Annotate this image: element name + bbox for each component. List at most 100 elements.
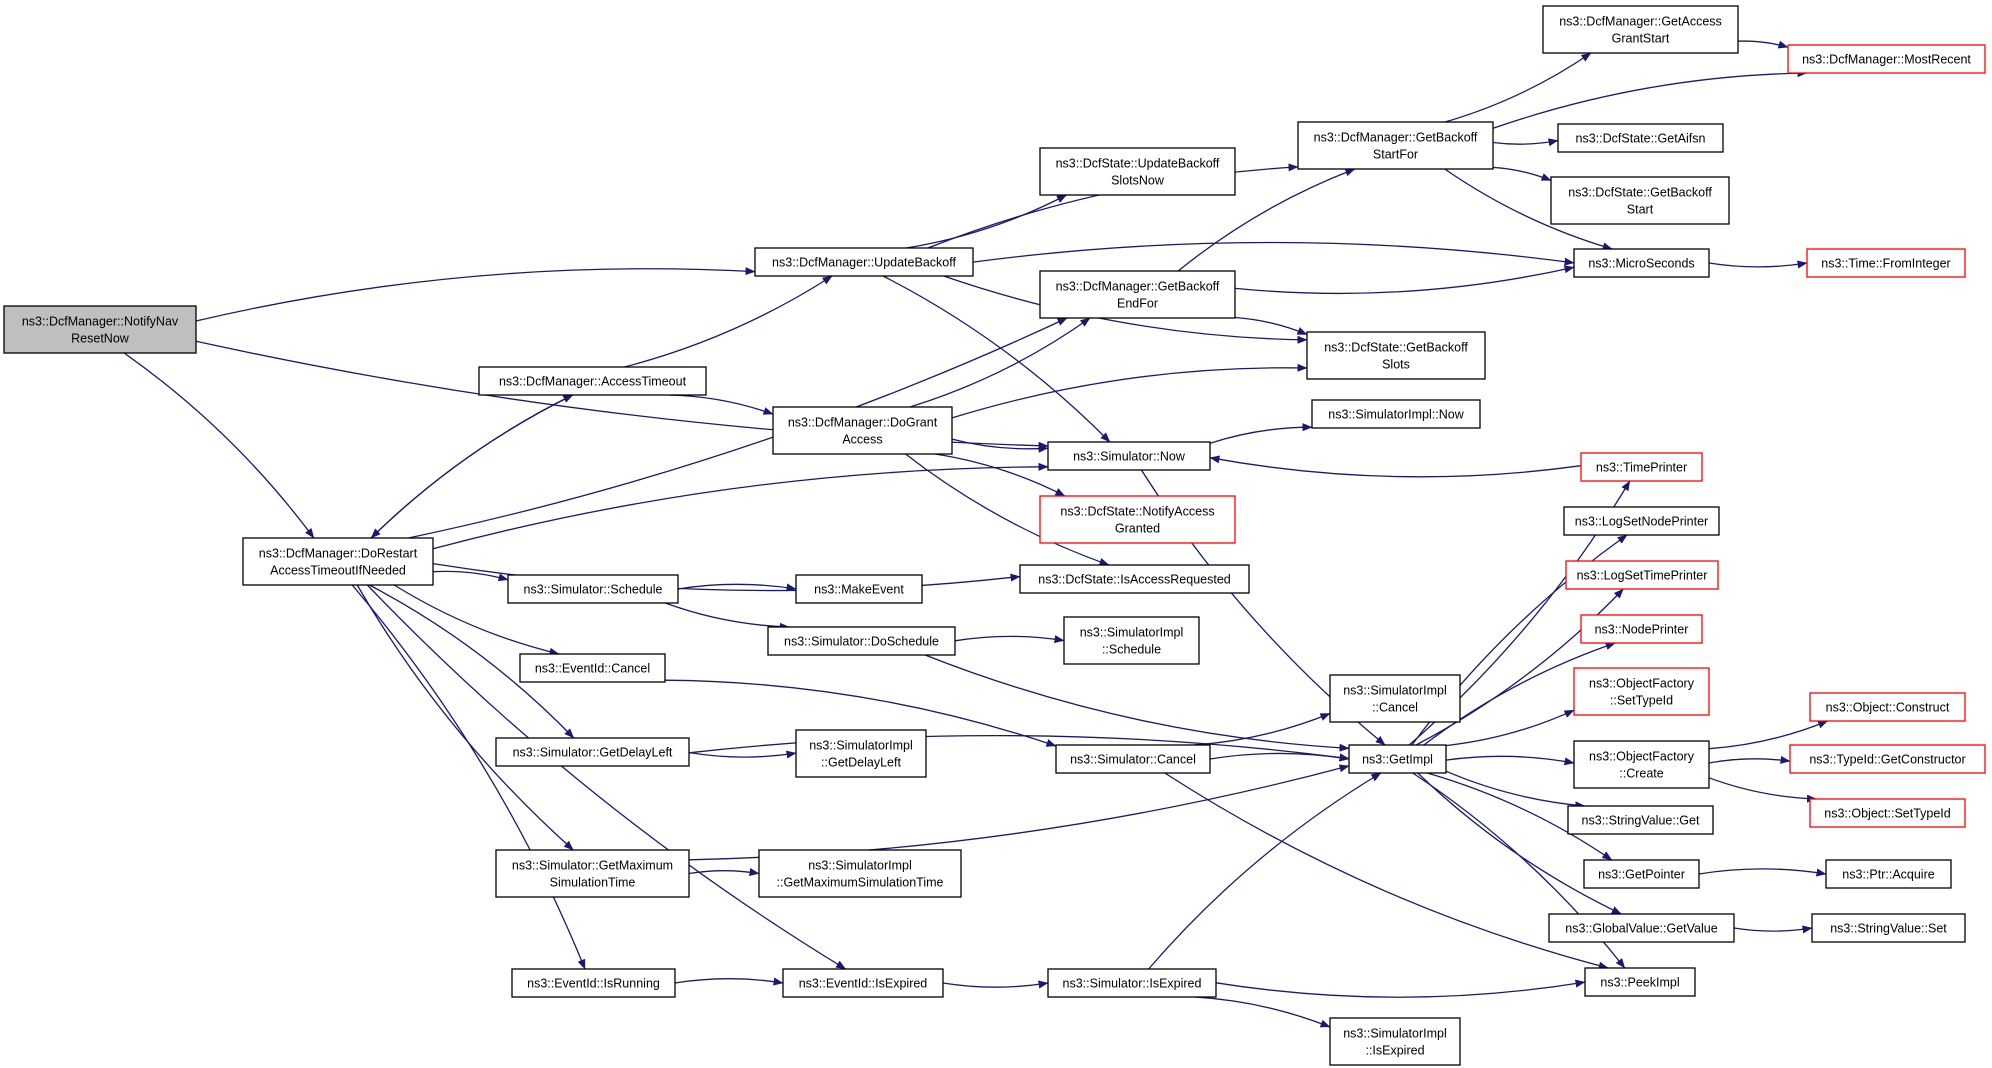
node-make-event[interactable]: ns3::MakeEvent xyxy=(795,574,923,604)
edge-do_restart_access_timeout-to-access_timeout xyxy=(370,394,574,539)
node-box xyxy=(1789,744,1986,774)
edge-do_grant_access-to-get_backoff_end_for xyxy=(909,317,1091,408)
node-simulator-impl-now[interactable]: ns3::SimulatorImpl::Now xyxy=(1311,399,1481,429)
node-time-printer[interactable]: ns3::TimePrinter xyxy=(1580,452,1703,482)
node-box xyxy=(1563,506,1720,536)
edge-get_access_grant_start-to-most_recent xyxy=(1737,40,1789,49)
node-label-line: ns3::ObjectFactory xyxy=(1589,750,1695,764)
node-box xyxy=(1811,913,1966,943)
edge-update_backoff-to-get_backoff_slots xyxy=(943,275,1308,344)
node-box xyxy=(1348,744,1447,774)
node-object-factory-set-type-id[interactable]: ns3::ObjectFactory::SetTypeId xyxy=(1573,667,1710,716)
node-simulator-get-delay-left[interactable]: ns3::Simulator::GetDelayLeft xyxy=(495,737,690,767)
node-label-line: ns3::DcfManager::MostRecent xyxy=(1802,53,1971,67)
node-object-set-type-id[interactable]: ns3::Object::SetTypeId xyxy=(1809,798,1966,828)
node-label-line: SimulationTime xyxy=(550,876,636,890)
node-simulator-is-expired[interactable]: ns3::Simulator::IsExpired xyxy=(1047,968,1217,998)
node-log-set-node-printer[interactable]: ns3::LogSetNodePrinter xyxy=(1563,506,1720,536)
node-string-value-get[interactable]: ns3::StringValue::Get xyxy=(1567,805,1714,835)
node-type-id-get-constructor[interactable]: ns3::TypeId::GetConstructor xyxy=(1789,744,1986,774)
edge-simulator_is_expired-to-simulator_impl_is_expired xyxy=(1194,996,1331,1028)
node-access-timeout[interactable]: ns3::DcfManager::AccessTimeout xyxy=(478,366,707,396)
node-box xyxy=(519,653,666,683)
edge-do_grant_access-to-get_backoff_slots xyxy=(951,363,1308,419)
node-object-construct[interactable]: ns3::Object::Construct xyxy=(1809,692,1966,722)
node-node-printer[interactable]: ns3::NodePrinter xyxy=(1580,614,1703,644)
node-box xyxy=(795,729,927,778)
node-label-line: ns3::Simulator::GetMaximum xyxy=(512,859,673,873)
node-simulator-schedule[interactable]: ns3::Simulator::Schedule xyxy=(507,574,679,604)
node-box xyxy=(1039,147,1236,196)
node-event-id-is-running[interactable]: ns3::EventId::IsRunning xyxy=(511,968,676,998)
node-label-line: Slots xyxy=(1382,358,1410,372)
node-ptr-acquire[interactable]: ns3::Ptr::Acquire xyxy=(1825,859,1952,889)
node-simulator-impl-get-delay-left[interactable]: ns3::SimulatorImpl::GetDelayLeft xyxy=(795,729,927,778)
edge-simulator_get_delay_left-to-get_impl xyxy=(688,734,1350,762)
node-get-aifsn[interactable]: ns3::DcfState::GetAifsn xyxy=(1557,123,1724,153)
edge-get_backoff_start_for-to-get_backoff_start xyxy=(1492,166,1552,182)
node-update-backoff[interactable]: ns3::DcfManager::UpdateBackoff xyxy=(754,247,974,277)
node-box xyxy=(795,574,923,604)
node-simulator-impl-cancel[interactable]: ns3::SimulatorImpl::Cancel xyxy=(1329,674,1461,723)
edge-event_id_is_expired-to-simulator_is_expired xyxy=(942,980,1049,989)
node-micro-seconds[interactable]: ns3::MicroSeconds xyxy=(1573,248,1710,278)
edge-get_impl-to-object_factory_set_type_id xyxy=(1445,709,1575,747)
node-label-line: ns3::TimePrinter xyxy=(1596,461,1687,475)
node-label-line: ns3::Simulator::DoSchedule xyxy=(784,635,939,649)
node-string-value-set[interactable]: ns3::StringValue::Set xyxy=(1811,913,1966,943)
node-peek-impl[interactable]: ns3::PeekImpl xyxy=(1584,967,1696,997)
edge-do_restart_access_timeout-to-event_id_is_expired xyxy=(366,584,847,970)
node-simulator-now[interactable]: ns3::Simulator::Now xyxy=(1047,441,1211,471)
edge-simulator_cancel-to-peek_impl xyxy=(1164,772,1609,970)
node-event-id-is-expired[interactable]: ns3::EventId::IsExpired xyxy=(782,968,944,998)
node-simulator-cancel[interactable]: ns3::Simulator::Cancel xyxy=(1055,744,1211,774)
node-do-restart-access-timeout[interactable]: ns3::DcfManager::DoRestartAccessTimeoutI… xyxy=(242,537,434,586)
node-get-pointer[interactable]: ns3::GetPointer xyxy=(1583,859,1700,889)
node-box xyxy=(1063,616,1200,665)
node-get-impl[interactable]: ns3::GetImpl xyxy=(1348,744,1447,774)
node-label-line: ns3::PeekImpl xyxy=(1600,976,1679,990)
node-log-set-time-printer[interactable]: ns3::LogSetTimePrinter xyxy=(1565,560,1719,590)
node-global-value-get-value[interactable]: ns3::GlobalValue::GetValue xyxy=(1548,913,1735,943)
node-is-access-requested[interactable]: ns3::DcfState::IsAccessRequested xyxy=(1019,564,1250,594)
node-box xyxy=(1580,452,1703,482)
node-label-line: ns3::Time::FromInteger xyxy=(1821,257,1950,271)
edge-simulator_get_maximum_simulation_time-to-simulator_impl_get_maximum_simulation_time xyxy=(688,868,760,876)
node-label-line: ns3::Simulator::Now xyxy=(1073,450,1186,464)
node-label-line: ::Create xyxy=(1619,767,1664,781)
node-time-from-integer[interactable]: ns3::Time::FromInteger xyxy=(1806,248,1966,278)
node-event-id-cancel[interactable]: ns3::EventId::Cancel xyxy=(519,653,666,683)
node-most-recent[interactable]: ns3::DcfManager::MostRecent xyxy=(1787,44,1986,74)
node-object-factory-create[interactable]: ns3::ObjectFactory::Create xyxy=(1573,740,1710,789)
node-box xyxy=(1573,667,1710,716)
node-simulator-impl-get-maximum-simulation-time[interactable]: ns3::SimulatorImpl::GetMaximumSimulation… xyxy=(758,849,962,898)
edge-simulator_cancel-to-get_impl xyxy=(1209,752,1350,762)
node-simulator-get-maximum-simulation-time[interactable]: ns3::Simulator::GetMaximumSimulationTime xyxy=(495,849,690,898)
node-label-line: ns3::SimulatorImpl xyxy=(1080,626,1184,640)
node-label-line: SlotsNow xyxy=(1111,174,1165,188)
node-simulator-do-schedule[interactable]: ns3::Simulator::DoSchedule xyxy=(767,626,956,656)
node-label-line: ns3::Simulator::Schedule xyxy=(524,583,663,597)
node-box xyxy=(1329,674,1461,723)
edge-do_restart_access_timeout-to-event_id_cancel xyxy=(393,584,560,656)
node-label-line: ns3::ObjectFactory xyxy=(1589,677,1695,691)
node-label-line: ns3::NodePrinter xyxy=(1595,623,1689,637)
node-label-line: ns3::DcfManager::GetBackoff xyxy=(1056,280,1220,294)
node-label-line: ns3::DcfManager::UpdateBackoff xyxy=(772,256,956,270)
node-label-line: ns3::SimulatorImpl xyxy=(1343,1027,1447,1041)
edge-get_pointer-to-ptr_acquire xyxy=(1698,868,1827,877)
node-simulator-impl-schedule[interactable]: ns3::SimulatorImpl::Schedule xyxy=(1063,616,1200,665)
node-box xyxy=(754,247,974,277)
node-simulator-impl-is-expired[interactable]: ns3::SimulatorImpl::IsExpired xyxy=(1329,1017,1461,1066)
node-box xyxy=(758,849,962,898)
edge-update_backoff-to-update_backoff_slots_now xyxy=(906,194,1067,249)
